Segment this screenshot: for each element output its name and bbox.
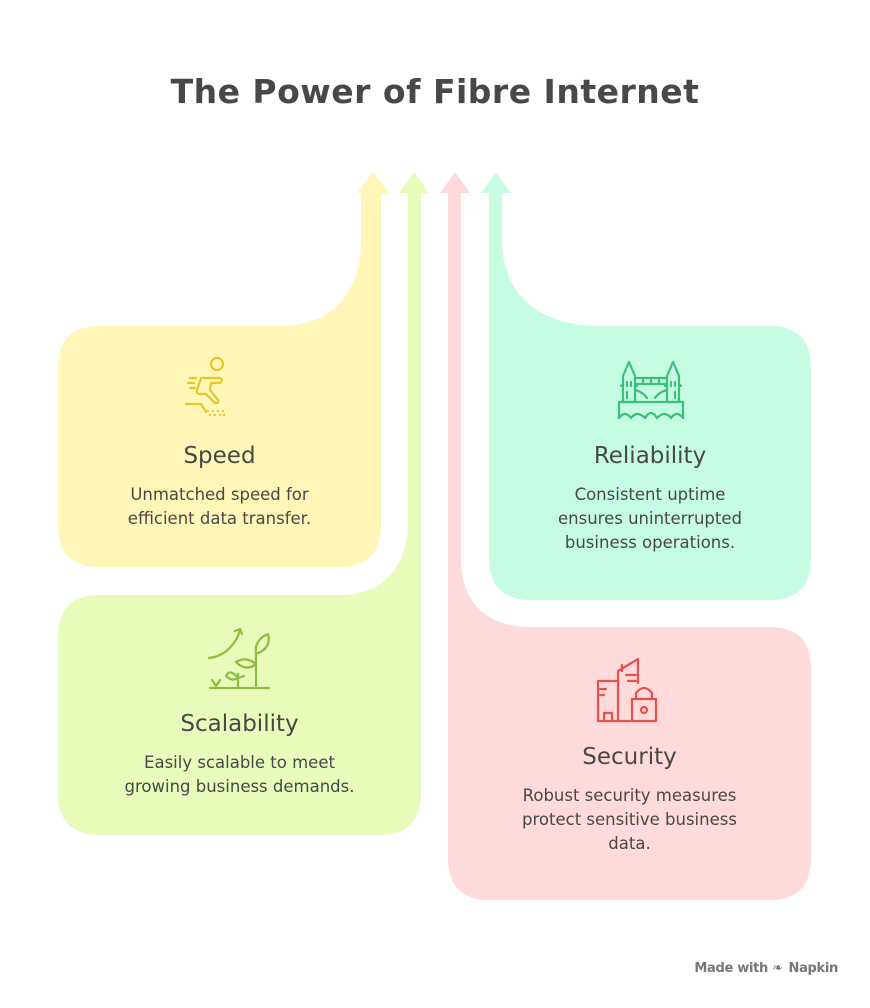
reliability-arrow-shape bbox=[481, 172, 811, 600]
scalability-arrow-shape bbox=[58, 172, 429, 835]
speed-card: Speed Unmatched speed for efficient data… bbox=[58, 443, 381, 531]
footer-label: Made with bbox=[694, 961, 769, 976]
footer-brand: Napkin bbox=[788, 961, 838, 976]
napkin-logo-icon: ❧ bbox=[772, 961, 783, 976]
security-card: Security Robust security measures protec… bbox=[448, 744, 811, 856]
reliability-description: Consistent uptime ensures uninterrupted … bbox=[558, 485, 742, 552]
page-title: The Power of Fibre Internet bbox=[170, 72, 700, 111]
security-description: Robust security measures protect sensiti… bbox=[522, 786, 737, 853]
scalability-card: Scalability Easily scalable to meet grow… bbox=[58, 711, 421, 799]
scalability-description: Easily scalable to meet growing business… bbox=[124, 753, 355, 796]
speed-title: Speed bbox=[183, 443, 256, 469]
made-with-napkin-footer: Made with ❧ Napkin bbox=[694, 961, 838, 976]
security-title: Security bbox=[582, 744, 677, 770]
speed-arrow-shape bbox=[58, 172, 389, 567]
tower-bridge-icon bbox=[617, 360, 685, 420]
buildings-lock-icon bbox=[596, 657, 658, 723]
reliability-title: Reliability bbox=[593, 443, 707, 469]
speed-description: Unmatched speed for efficient data trans… bbox=[127, 485, 312, 528]
sprinter-icon bbox=[184, 356, 226, 417]
reliability-card: Reliability Consistent uptime ensures un… bbox=[489, 443, 811, 555]
security-arrow-shape bbox=[440, 172, 811, 900]
scalability-title: Scalability bbox=[180, 711, 299, 737]
growth-plant-icon bbox=[207, 627, 271, 690]
